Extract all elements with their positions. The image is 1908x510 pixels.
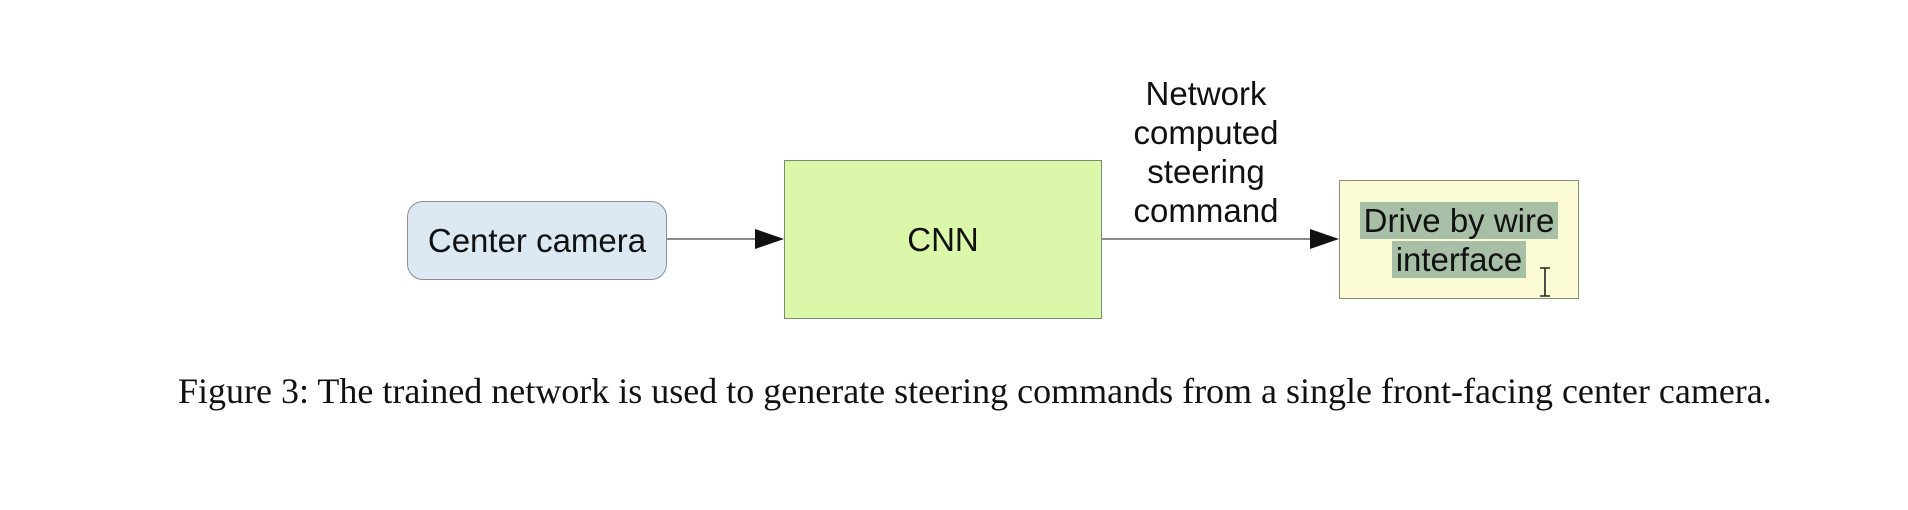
cnn-node: CNN [784, 160, 1102, 319]
center-camera-node: Center camera [407, 201, 667, 280]
drive-by-wire-node[interactable]: Drive by wire interface [1339, 180, 1579, 299]
system-diagram: Center camera CNN Network computed steer… [407, 74, 1579, 319]
edge-label-line: computed [1133, 114, 1279, 151]
diagram-edges [667, 229, 1339, 249]
text-cursor-icon [1540, 267, 1550, 297]
arrowhead-camera-to-cnn [755, 229, 784, 249]
figure-caption-label: Figure 3: [178, 371, 309, 411]
edge-label-line: Network [1145, 75, 1267, 112]
arrowhead-cnn-to-drive [1310, 229, 1339, 249]
cnn-label: CNN [907, 220, 979, 258]
drive-by-wire-label-line1[interactable]: Drive by wire [1359, 201, 1559, 239]
figure-caption: Figure 3: The trained network is used to… [178, 369, 1808, 413]
figure-caption-text: The trained network is used to generate … [317, 371, 1772, 411]
edge-label-line: steering [1147, 153, 1265, 190]
edge-label-line: command [1133, 192, 1279, 229]
drive-by-wire-label-line2[interactable]: interface [1391, 240, 1527, 278]
steering-command-edge-label: Network computed steering command [1110, 74, 1302, 230]
center-camera-label: Center camera [427, 221, 647, 259]
